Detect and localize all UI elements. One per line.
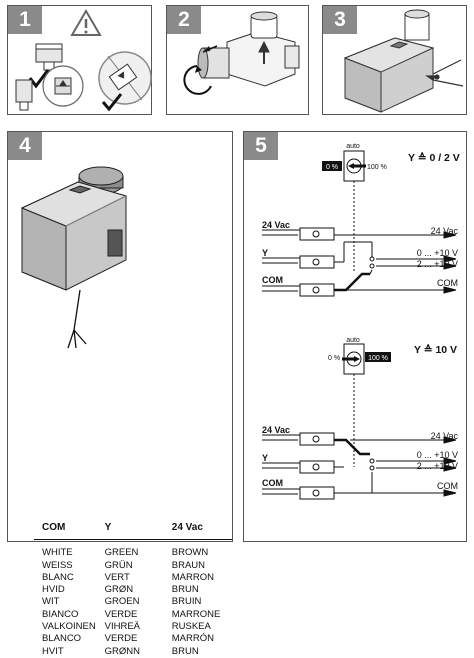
table-cell: WIT <box>42 596 60 608</box>
table-cell: BRAUN <box>171 559 206 571</box>
lower-mode-switch-icon <box>342 343 365 375</box>
lower-y-range-1: 0 ... +10 V <box>417 450 458 460</box>
table-row: HVIT GRØNN BRUN <box>34 646 232 658</box>
step-1-number: 1 <box>8 6 42 34</box>
upper-com-right: COM <box>437 278 458 288</box>
checkmark-icon-2 <box>101 93 123 112</box>
upper-title: Y ≙ 0 / 2 V <box>408 151 460 164</box>
table-cell: MARRON <box>171 571 214 583</box>
valve-top-view-1 <box>42 65 84 107</box>
table-cell: MARRONE <box>171 608 221 620</box>
upper-switch-auto-label: auto <box>346 143 360 150</box>
upper-switch-100-label: 100 % <box>367 164 387 171</box>
table-row: WEISS GRÜN BRAUN <box>34 560 232 572</box>
actuator-mount-small-icon <box>35 43 63 71</box>
arrow-left-icon <box>202 45 218 53</box>
table-row: BIANCO VERDE MARRONE <box>34 609 232 621</box>
step-3-number: 3 <box>323 6 357 34</box>
table-cell: BRUN <box>171 645 199 657</box>
wire-color-header-row: COM Y 24 Vac <box>34 518 232 541</box>
step-5-panel: 5 Y ≙ 0 / 2 V auto 0 % 100 % 24 Vac 24 V… <box>243 131 467 542</box>
wiring-diagram: Y ≙ 0 / 2 V auto 0 % 100 % 24 Vac 24 Vac… <box>262 143 460 500</box>
wire-color-table: COM Y 24 Vac WHITE GREEN BROWN WEISS GRÜ… <box>34 518 232 658</box>
table-cell: GRØN <box>104 584 134 596</box>
upper-supply-left: 24 Vac <box>262 220 290 230</box>
step-4-number: 4 <box>8 132 42 160</box>
lower-supply-right: 24 Vac <box>431 431 459 441</box>
cable-icon <box>67 289 87 349</box>
table-row: HVID GRØN BRUN <box>34 584 232 596</box>
table-cell: BROWN <box>171 547 209 559</box>
table-cell: BLANC <box>42 571 74 583</box>
lower-switch-auto-label: auto <box>346 337 360 344</box>
step-3-illustration <box>343 9 464 113</box>
table-cell: WHITE <box>42 547 73 559</box>
step-1-illustration <box>15 9 152 112</box>
step-2-number: 2 <box>167 6 201 34</box>
step-2-illustration <box>183 11 300 95</box>
table-row: BLANCO VERDE MARRÓN <box>34 633 232 645</box>
lower-com-right: COM <box>437 481 458 491</box>
lower-switch-100-label: 100 % <box>368 355 388 362</box>
step-5-number: 5 <box>244 132 278 160</box>
lower-y-left: Y <box>262 453 268 463</box>
wiring-lower: Y ≙ 10 V auto 0 % 100 % 24 Vac 24 Vac Y … <box>262 337 459 500</box>
actuator-on-valve-icon <box>343 9 435 113</box>
lower-y-range-2: 2 ... +10 V <box>417 461 458 471</box>
table-row: WIT GROEN BRUIN <box>34 596 232 608</box>
table-cell: GRÜN <box>104 559 133 571</box>
table-row: VALKOINEN VIHREÄ RUSKEA <box>34 621 232 633</box>
upper-switch-0-highlight <box>322 161 342 171</box>
upper-y-left: Y <box>262 248 268 258</box>
lower-switch-100-highlight <box>365 352 391 362</box>
table-cell: GREEN <box>104 547 139 559</box>
upper-com-left: COM <box>262 275 283 285</box>
table-cell: VERT <box>104 571 130 583</box>
wiring-upper: Y ≙ 0 / 2 V auto 0 % 100 % 24 Vac 24 Vac… <box>262 143 460 297</box>
table-cell: BRUN <box>171 584 199 596</box>
table-cell: MARRÓN <box>171 633 214 645</box>
step-2-panel: 2 <box>166 5 309 115</box>
rotate-arrow-icon <box>183 65 212 95</box>
step-4-illustration <box>20 166 128 349</box>
actuator-icon <box>20 166 128 291</box>
upper-y-range-1: 0 ... +10 V <box>417 248 458 258</box>
table-cell: VERDE <box>104 633 138 645</box>
valve-top-view-2 <box>98 51 152 105</box>
lower-supply-left: 24 Vac <box>262 425 290 435</box>
upper-mode-switch-icon <box>343 150 366 182</box>
valve-body-icon <box>197 11 300 87</box>
pliers-icon <box>425 59 464 87</box>
table-cell: BIANCO <box>42 608 79 620</box>
lower-title: Y ≙ 10 V <box>414 343 457 356</box>
upper-supply-right: 24 Vac <box>431 226 459 236</box>
table-cell: HVIT <box>42 645 64 657</box>
table-cell: HVID <box>42 584 65 596</box>
step-3-panel: 3 <box>322 5 467 115</box>
actuator-front-icon <box>15 79 33 111</box>
table-cell: GRØNN <box>104 645 140 657</box>
table-cell: WEISS <box>42 559 73 571</box>
step-4-panel: 4 COM Y 24 Vac <box>7 131 233 657</box>
upper-switch-0-label: 0 % <box>326 164 338 171</box>
step-1-panel: 1 <box>7 5 152 115</box>
column-header-24vac: 24 Vac <box>171 518 232 541</box>
table-cell: BRUIN <box>171 596 202 608</box>
table-cell: VIHREÄ <box>104 621 140 633</box>
table-cell: GROEN <box>104 596 140 608</box>
column-header-com: COM <box>34 518 105 541</box>
warning-icon <box>70 9 102 36</box>
lower-com-left: COM <box>262 478 283 488</box>
table-cell: VALKOINEN <box>42 621 96 633</box>
table-cell: VERDE <box>104 608 138 620</box>
column-header-y: Y <box>104 518 172 541</box>
lower-switch-0-label: 0 % <box>328 355 340 362</box>
table-row: WHITE GREEN BROWN <box>34 540 232 560</box>
upper-y-range-2: 2 ... +10 V <box>417 259 458 269</box>
table-cell: BLANCO <box>42 633 82 645</box>
table-row: BLANC VERT MARRON <box>34 572 232 584</box>
table-cell: RUSKEA <box>171 621 211 633</box>
